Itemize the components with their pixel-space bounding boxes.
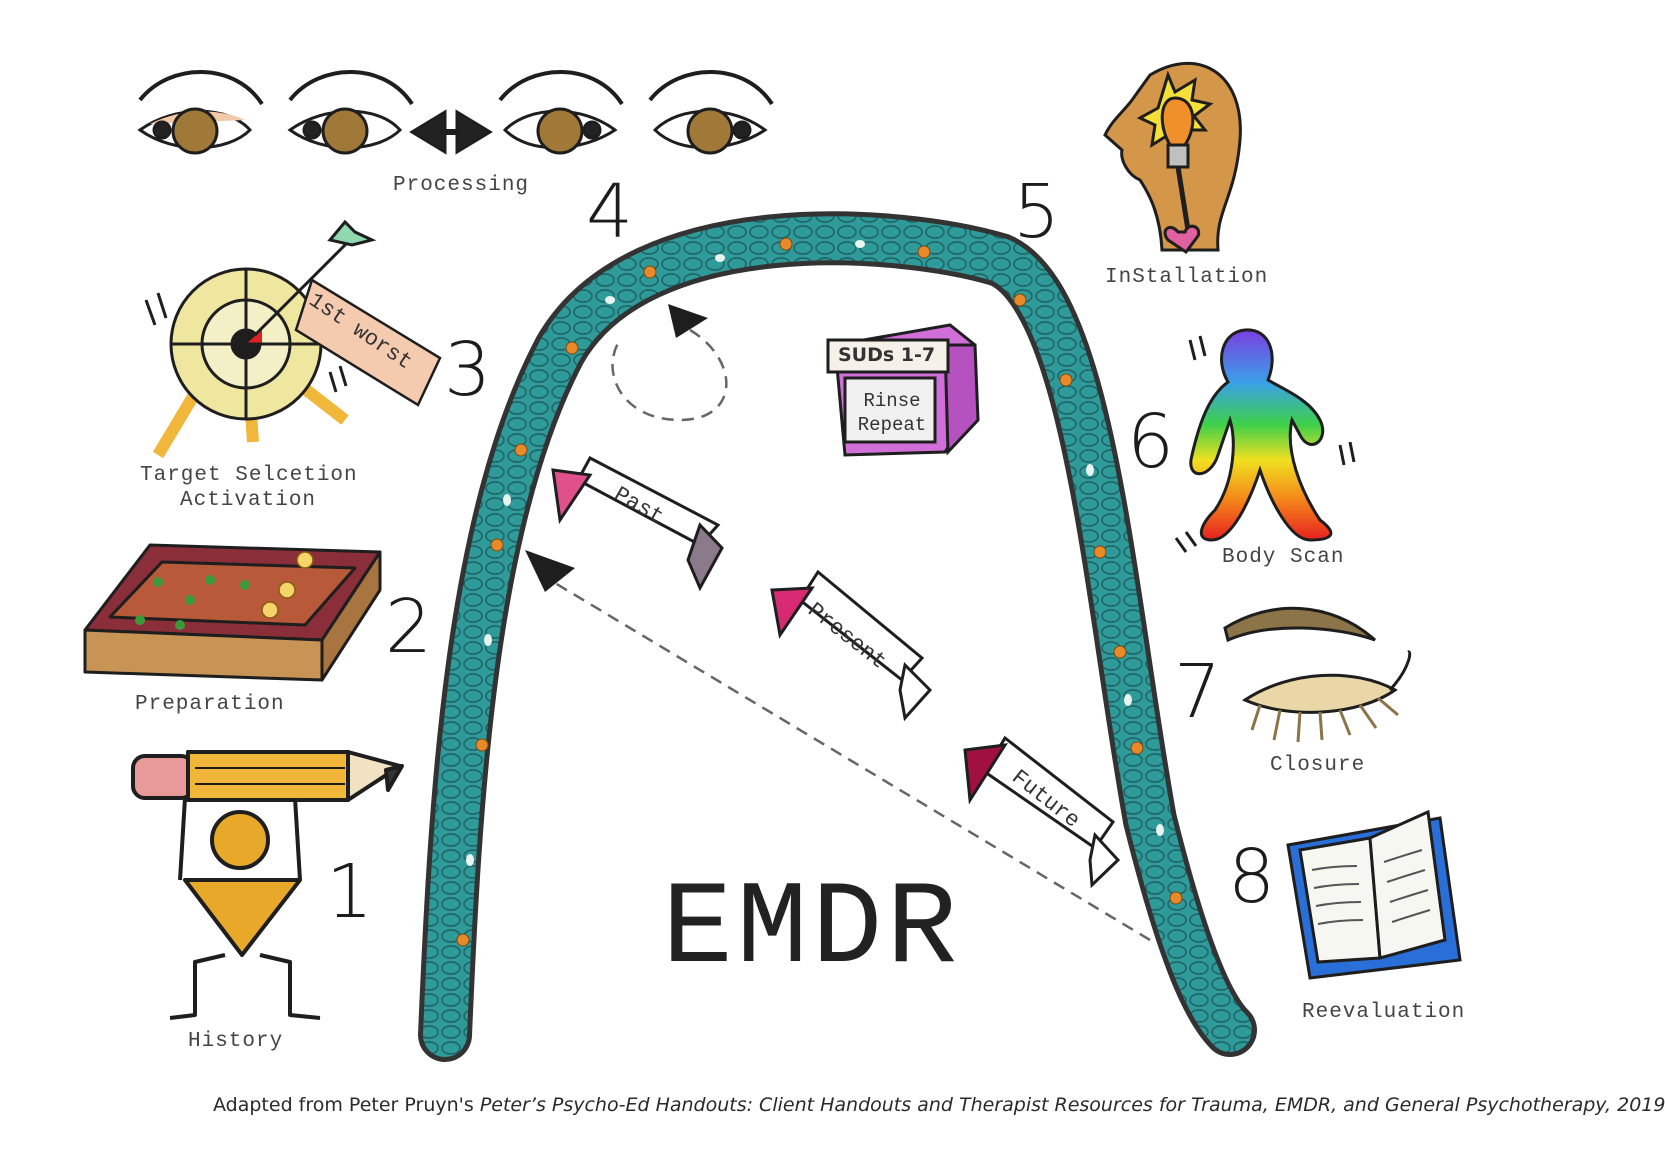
- suds-box-line2: Repeat: [857, 414, 927, 436]
- step5-head-bulb-icon: [1103, 61, 1242, 255]
- step3-target-icon: [144, 219, 442, 459]
- step-number-6: 6: [1127, 399, 1175, 485]
- step7-closed-eye-icon: [1223, 606, 1412, 743]
- guide-arrowheads: [525, 304, 708, 592]
- step-label-processing: Processing: [393, 174, 530, 197]
- step-number-3: 3: [444, 327, 492, 413]
- step-label-installation: InStallation: [1105, 266, 1269, 289]
- dashed-guides: [549, 328, 1151, 942]
- source-caption: Adapted from Peter Pruyn's Peter’s Psych…: [213, 1094, 1665, 1116]
- step6-rainbow-body-icon: [1174, 328, 1356, 553]
- step-label-activation: Activation: [180, 489, 317, 512]
- step-number-7: 7: [1174, 649, 1222, 735]
- step-number-4: 4: [586, 169, 634, 255]
- step4-eyes-icon: [137, 70, 774, 155]
- step-label-body-scan: Body Scan: [1222, 546, 1345, 569]
- step2-garden-tray-icon: [83, 543, 382, 682]
- caption-italic-title: Peter’s Psycho-Ed Handouts: Client Hando…: [479, 1094, 1665, 1116]
- diagram-title: EMDR: [662, 864, 962, 997]
- step1-pencil-figure-icon: [131, 750, 404, 1020]
- time-flags: [551, 455, 1121, 889]
- suds-box-line1: Rinse: [863, 390, 921, 412]
- step-label-history: History: [188, 1030, 284, 1053]
- emdr-diagram-illustration: [83, 61, 1462, 1062]
- suds-lid-text: SUDs 1-7: [838, 344, 936, 366]
- step-label-reevaluation: Reevaluation: [1302, 1001, 1466, 1024]
- step-number-5: 5: [1013, 169, 1061, 255]
- step-label-preparation: Preparation: [135, 693, 285, 716]
- step-number-1: 1: [326, 849, 374, 935]
- caption-prefix: Adapted from Peter Pruyn's: [213, 1094, 480, 1116]
- step-number-2: 2: [385, 584, 433, 670]
- step-number-8: 8: [1228, 834, 1276, 920]
- step8-book-icon: [1286, 809, 1462, 980]
- step-label-target-selection: Target Selcetion: [140, 464, 358, 487]
- emdr-arch: [418, 211, 1257, 1062]
- suds-box-icon: [826, 323, 980, 457]
- step-label-closure: Closure: [1270, 754, 1366, 777]
